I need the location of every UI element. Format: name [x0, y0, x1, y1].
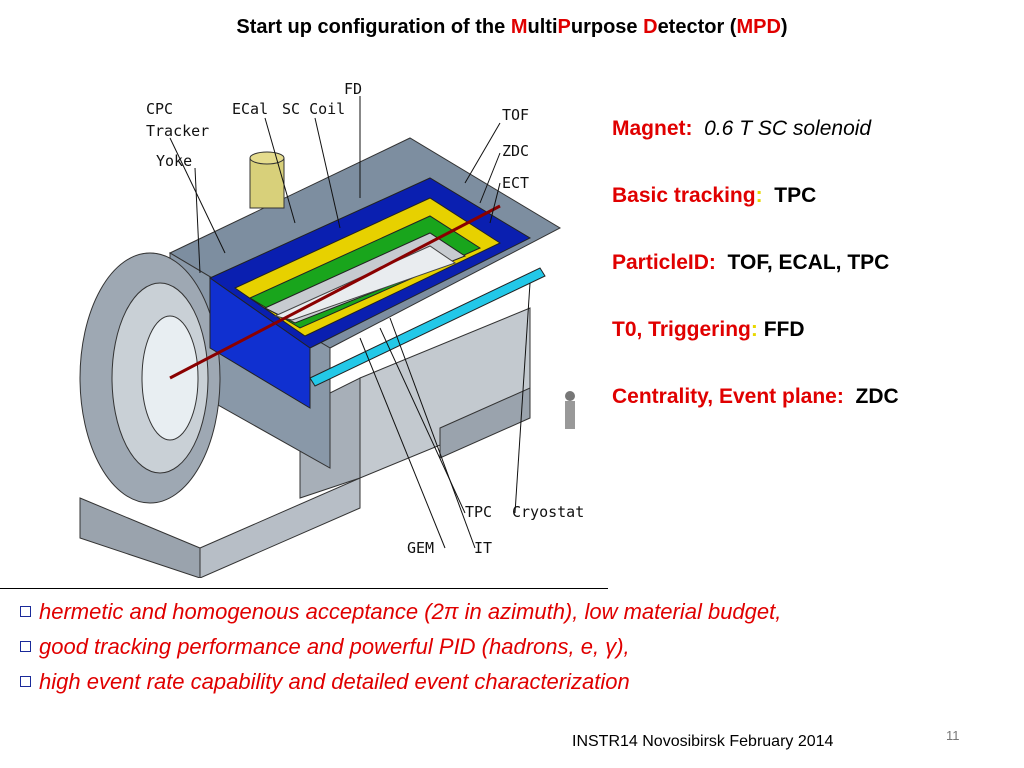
square-bullet-icon — [20, 676, 31, 687]
spec-key: Centrality, Event plane: — [612, 385, 844, 408]
label-tof: TOF — [502, 106, 530, 124]
bullet-list: hermetic and homogenous acceptance (2π i… — [20, 594, 1010, 699]
spec-sep: : — [750, 318, 758, 341]
bullet-item: good tracking performance and powerful P… — [20, 629, 1010, 664]
spec-value: 0.6 T SC solenoid — [704, 117, 872, 140]
spec-magnet: Magnet: 0.6 T SC solenoid — [612, 112, 1012, 146]
bullet-text: high event rate capability and detailed … — [39, 668, 630, 694]
title-part: urpose — [570, 16, 644, 38]
label-ecal: ECal — [232, 100, 269, 118]
title-part-mpd: MPD — [736, 16, 781, 38]
spec-sep: : — [755, 184, 763, 207]
spec-value: ZDC — [855, 385, 899, 408]
divider-line — [0, 588, 608, 589]
title-part: etector ( — [657, 16, 737, 38]
slide-title: Start up configuration of the MultiPurpo… — [0, 16, 1024, 39]
label-zdc: ZDC — [502, 142, 530, 160]
spec-key: Basic tracking — [612, 184, 756, 207]
spec-value: TOF, ECAL, TPC — [727, 251, 890, 274]
label-ect: ECT — [502, 174, 530, 192]
label-it: IT — [474, 539, 493, 557]
spec-key: T0, Triggering — [612, 318, 751, 341]
label-sc-coil: SC Coil — [282, 100, 346, 118]
title-part-d: D — [643, 16, 658, 38]
spec-t0-triggering: T0, Triggering: FFD — [612, 313, 1012, 347]
label-tpc: TPC — [465, 503, 493, 521]
label-gem: GEM — [407, 539, 435, 557]
bullet-text: good tracking performance and powerful P… — [39, 633, 630, 659]
spec-centrality: Centrality, Event plane: ZDC — [612, 380, 1012, 414]
spec-basic-tracking: Basic tracking: TPC — [612, 179, 1012, 213]
spec-particle-id: ParticleID: TOF, ECAL, TPC — [612, 246, 1012, 280]
title-part: ulti — [527, 16, 558, 38]
label-yoke: Yoke — [156, 152, 193, 170]
square-bullet-icon — [20, 641, 31, 652]
title-part: Start up configuration of the — [236, 16, 511, 38]
label-cpc: CPC — [146, 100, 174, 118]
title-part-m: M — [510, 16, 528, 38]
spec-key: Magnet: — [612, 117, 693, 140]
square-bullet-icon — [20, 606, 31, 617]
page-number: 11 — [946, 728, 960, 743]
label-cryostat: Cryostat — [512, 503, 585, 521]
bullet-text: hermetic and homogenous acceptance (2π i… — [39, 598, 782, 624]
spec-value: FFD — [763, 318, 805, 341]
detector-cutaway-drawing — [79, 96, 575, 579]
title-part: ) — [780, 16, 788, 38]
bullet-item: high event rate capability and detailed … — [20, 664, 1010, 699]
footer-text: INSTR14 Novosibirsk February 2014 — [572, 733, 834, 750]
label-tracker: Tracker — [146, 122, 210, 140]
bullet-item: hermetic and homogenous acceptance (2π i… — [20, 594, 1010, 629]
detector-diagram: CPC Tracker Yoke ECal SC Coil FD TOF ZDC… — [60, 78, 590, 579]
spec-value: TPC — [774, 184, 817, 207]
label-fd: FD — [344, 80, 363, 98]
spec-list: Magnet: 0.6 T SC solenoid Basic tracking… — [612, 112, 1012, 447]
spec-key: ParticleID: — [612, 251, 716, 274]
title-part-p: P — [557, 16, 571, 38]
